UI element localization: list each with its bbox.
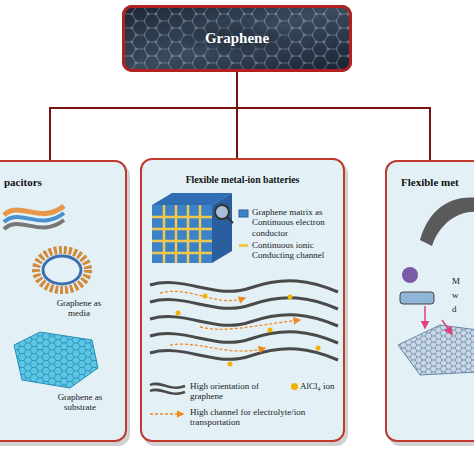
supercapacitor-figures: [4, 206, 98, 388]
section-panel: Flexible metal-ion batteries: [140, 158, 345, 442]
legend-text: AlCl₄ ion: [300, 381, 342, 391]
legend-text: High channel for electrolyte/ion transpo…: [190, 407, 340, 428]
cut-letter: d: [452, 304, 466, 314]
cut-letter: M: [452, 276, 466, 286]
section-panel: Flexible met: [385, 160, 474, 442]
legend-swatch: [291, 383, 298, 390]
graphene-banner: [122, 5, 352, 72]
branch-connector: [50, 72, 237, 160]
figure-label: Continuous ionic Conducting channel: [252, 240, 342, 261]
cut-letter: w: [452, 290, 466, 300]
panel-heading: Flexible metal-ion batteries: [142, 174, 343, 185]
legend-text: High orientation of graphene: [190, 381, 285, 402]
figure-label: Graphene as media: [48, 298, 110, 319]
title-text: Graphene: [205, 30, 269, 47]
figure-label: Graphene as substrate: [44, 392, 116, 413]
branch-connector: [237, 72, 430, 160]
title-box: Graphene: [122, 5, 352, 72]
panel-heading: pacitors: [4, 176, 42, 188]
panel-heading: Flexible met: [401, 176, 459, 188]
panel-grounds: [0, 158, 474, 446]
metal-battery-figures: [398, 197, 474, 375]
figure-label: Graphene matrix as Continuous electron c…: [252, 207, 342, 238]
